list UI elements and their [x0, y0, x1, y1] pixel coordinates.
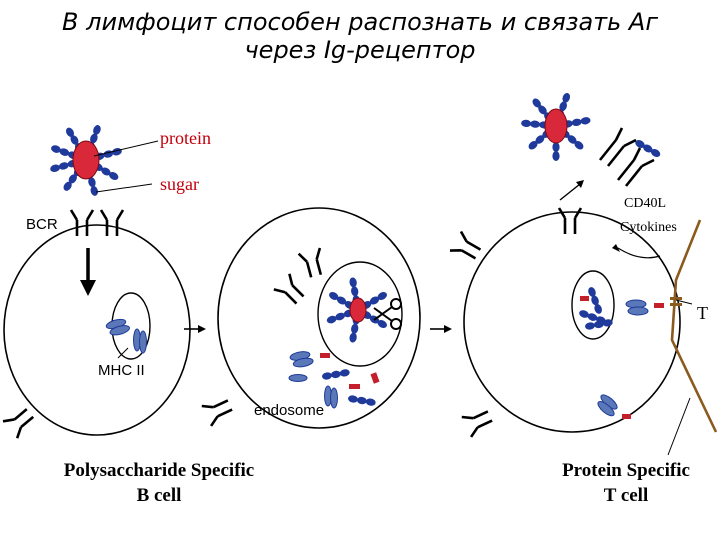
label-protein: protein [160, 128, 211, 148]
label-bcr: BCR [26, 216, 58, 233]
antigen-protein-sugar-right [520, 91, 662, 187]
slide-title: В лимфоцит способен распознать и связать… [0, 8, 720, 64]
b-cell-middle [200, 207, 421, 429]
t-cell [612, 219, 718, 456]
title-line-1: В лимфоцит способен распознать и связать… [62, 8, 658, 36]
label-cytokines: Cytokines [620, 220, 677, 235]
caption-left-line-1: Polysaccharide Specific [63, 460, 255, 481]
b-cell-right [448, 180, 681, 439]
title-line-2: через Ig-рецептор [244, 36, 476, 64]
caption-right-line-2: T cell [603, 485, 649, 506]
b-cell-left [1, 208, 191, 440]
arrow-cell1-to-cell2 [184, 325, 206, 333]
label-endosome: endosome [254, 402, 325, 419]
caption-right-line-1: Protein Specific [562, 460, 690, 481]
caption-left: Polysaccharide Specific B cell [24, 458, 294, 508]
label-sugar: sugar [160, 174, 199, 194]
label-cd40l: CD40L [624, 196, 666, 211]
arrow-cell2-to-cell3 [430, 325, 452, 333]
caption-right: Protein Specific T cell [536, 458, 716, 508]
caption-left-line-2: B cell [136, 485, 182, 506]
label-t: T [697, 303, 708, 323]
antigen-protein-sugar [49, 124, 159, 197]
label-mhc-ii: MHC II [98, 362, 145, 379]
